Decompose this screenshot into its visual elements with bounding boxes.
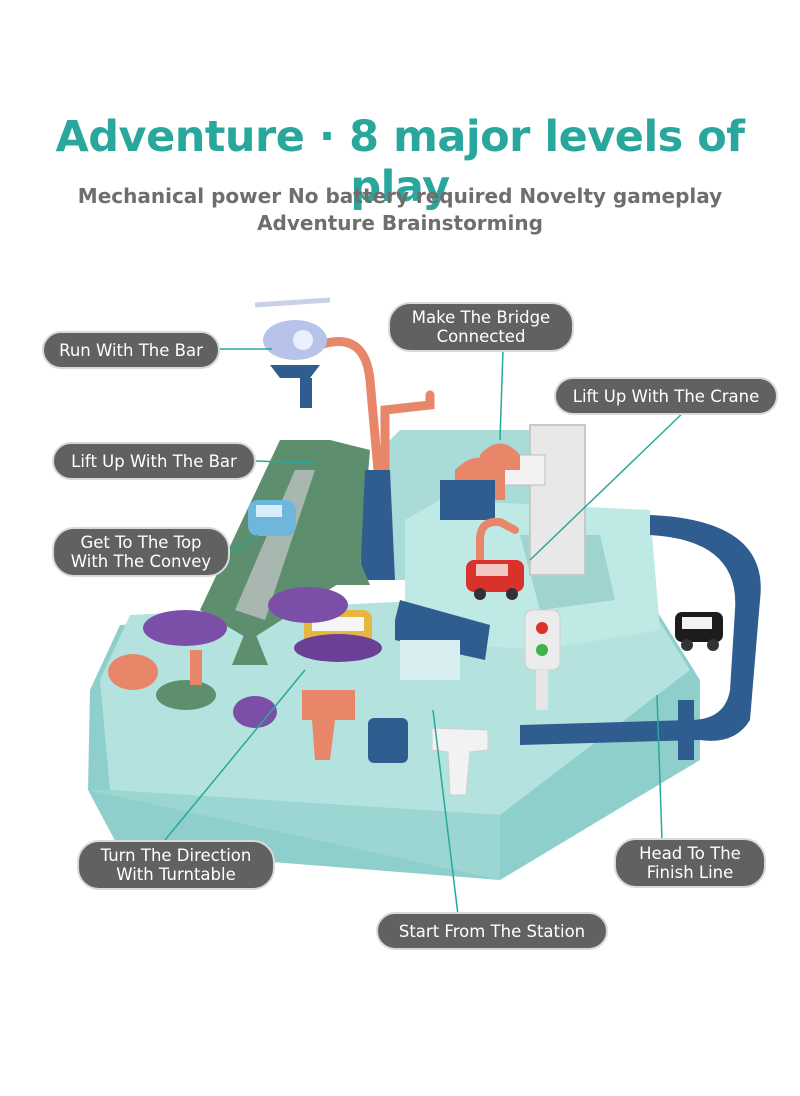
track-blue bbox=[520, 515, 761, 745]
bridge-arch-right bbox=[480, 443, 520, 470]
callout-label-line2: With The Convey bbox=[70, 552, 212, 571]
callout-lift-crane: Lift Up With The Crane bbox=[554, 377, 778, 415]
tree-icon bbox=[336, 545, 370, 585]
traffic-light-icon bbox=[524, 609, 561, 710]
control-blue-cylinder bbox=[368, 718, 408, 763]
callout-label-line2: Finish Line bbox=[646, 863, 734, 882]
police-car-icon bbox=[675, 612, 723, 651]
callout-turn-direction: Turn The Direction With Turntable bbox=[77, 840, 275, 890]
pillar-blue bbox=[360, 470, 395, 580]
callout-get-to-top: Get To The Top With The Convey bbox=[52, 527, 230, 577]
turntable bbox=[294, 634, 382, 662]
callout-label: Start From The Station bbox=[398, 921, 586, 941]
callout-label-line2: Connected bbox=[436, 327, 526, 346]
helicopter-icon bbox=[254, 297, 331, 408]
pipe-right bbox=[476, 517, 519, 594]
subtitle-line-2: Adventure Brainstorming bbox=[257, 211, 543, 235]
control-orange-button bbox=[108, 654, 158, 690]
callout-label-line2: With Turntable bbox=[116, 865, 236, 884]
purple-disc-right bbox=[268, 587, 348, 623]
callout-lift-bar: Lift Up With The Bar bbox=[52, 442, 256, 480]
pipe-left bbox=[315, 337, 383, 475]
callout-start-station: Start From The Station bbox=[376, 912, 608, 950]
subtitle-line-1: Mechanical power No battery required Nov… bbox=[77, 184, 723, 208]
station-building bbox=[400, 640, 460, 680]
callout-make-bridge: Make The Bridge Connected bbox=[388, 302, 574, 352]
callout-lines bbox=[164, 348, 689, 916]
control-green-button bbox=[156, 680, 216, 710]
tree-icon-2 bbox=[232, 620, 268, 665]
callout-label-line1: Turn The Direction bbox=[100, 846, 252, 865]
callout-label-line1: Head To The bbox=[639, 844, 741, 863]
bridge-block bbox=[440, 480, 495, 520]
toy-base-front bbox=[88, 790, 500, 880]
toy-car-icon bbox=[466, 560, 524, 600]
track-post bbox=[678, 700, 694, 760]
control-orange-stick bbox=[190, 650, 202, 685]
callout-label-line1: Make The Bridge bbox=[411, 308, 551, 327]
callout-head-to-finish: Head To The Finish Line bbox=[614, 838, 766, 888]
page-title: Adventure · 8 major levels of play bbox=[55, 112, 746, 212]
purple-disc-left bbox=[143, 610, 227, 646]
crane-icon bbox=[529, 424, 586, 576]
control-purple-knob bbox=[233, 696, 277, 728]
ramp-car-icon bbox=[248, 500, 296, 536]
callout-label: Lift Up With The Crane bbox=[572, 386, 760, 406]
callout-label-line1: Get To The Top bbox=[80, 533, 202, 552]
callout-label: Run With The Bar bbox=[59, 340, 203, 360]
control-orange-lever bbox=[302, 690, 355, 760]
callout-label: Lift Up With The Bar bbox=[71, 451, 237, 471]
callout-run-with-bar: Run With The Bar bbox=[42, 331, 220, 369]
pipe-top bbox=[380, 390, 435, 475]
